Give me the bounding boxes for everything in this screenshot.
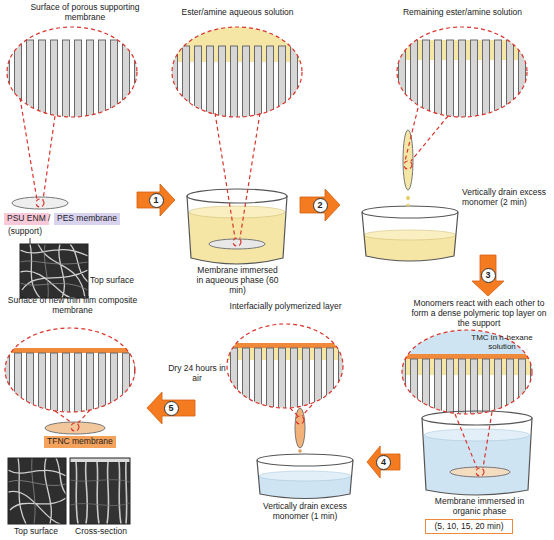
zoom-label: Interfacially polymerized layer [228,302,343,312]
beaker [362,130,458,261]
step-note: Dry 24 hours in air [168,364,226,384]
process-arrow [367,446,400,478]
pore-zoom [2,326,138,416]
pore-zoom [170,27,305,122]
support-disc [12,197,68,209]
leader-line [30,238,31,244]
image-label: Top surface [5,527,67,537]
support-tag: PES membrane [54,213,120,225]
beaker [187,189,287,264]
pore-zoom [398,328,535,419]
image-label: Cross-section [70,527,132,537]
step-caption: Vertically drain excess monomer (2 min) [462,188,550,208]
step-number: 1 [149,193,164,208]
stage-group: Membrane immersed in organic phase (5, 10… [400,296,552,538]
beaker [257,408,353,499]
support-note: (support) [8,227,42,237]
sem-image [8,458,66,524]
stage-group: Vertically drain excess monomer (1 min) [195,296,367,538]
step-number: 2 [313,198,328,213]
step-number: 4 [376,455,391,470]
zoom-label: Surface of porous supporting membrane [30,3,140,23]
product-tag: TFNC membrane [44,436,116,448]
zoom-label: TMC in n-hexane solution [470,333,534,351]
zoom-label: Surface of new thin film composite membr… [5,296,140,316]
process-arrow [137,184,175,216]
pore-zoom [0,27,140,122]
step-number: 3 [481,268,496,283]
time-text: (5, 10, 15, 20 min) [426,520,512,533]
stage-group: PSU ENM/ PES membrane (support) [2,0,137,305]
beaker [422,411,532,495]
sem-image [20,244,88,298]
stage-group: Membrane immersed in aqueous phase (60 m… [175,0,300,305]
sem-image [70,458,130,524]
process-arrow [472,255,504,296]
step-number: 5 [164,401,179,416]
step-caption: Membrane immersed in organic phase [422,497,537,517]
stage-group: TFNC membrane [2,285,147,538]
zoom-outline [5,27,532,476]
tfnc-disc [45,422,105,434]
process-arrow [300,189,340,221]
pore-zoom [218,322,350,412]
zoom-label: Ester/amine aqueous solution [175,8,300,18]
image-label: Top surface [90,276,138,286]
zoom-label: Monomers react with each other to form a… [408,299,550,328]
pore-zoom [395,27,530,122]
zoom-label: Remaining ester/amine solution [400,8,525,18]
step-caption: Membrane immersed in aqueous phase (60 m… [195,266,280,295]
time-box: (5, 10, 15, 20 min) [425,519,513,534]
process-arrow [147,392,195,424]
step-caption: Vertically drain excess monomer (1 min) [250,502,360,522]
stage-group: Vertically drain excess monomer (2 min) [340,0,552,255]
support-tag: PSU ENM [4,213,49,225]
separator: / [48,214,50,224]
